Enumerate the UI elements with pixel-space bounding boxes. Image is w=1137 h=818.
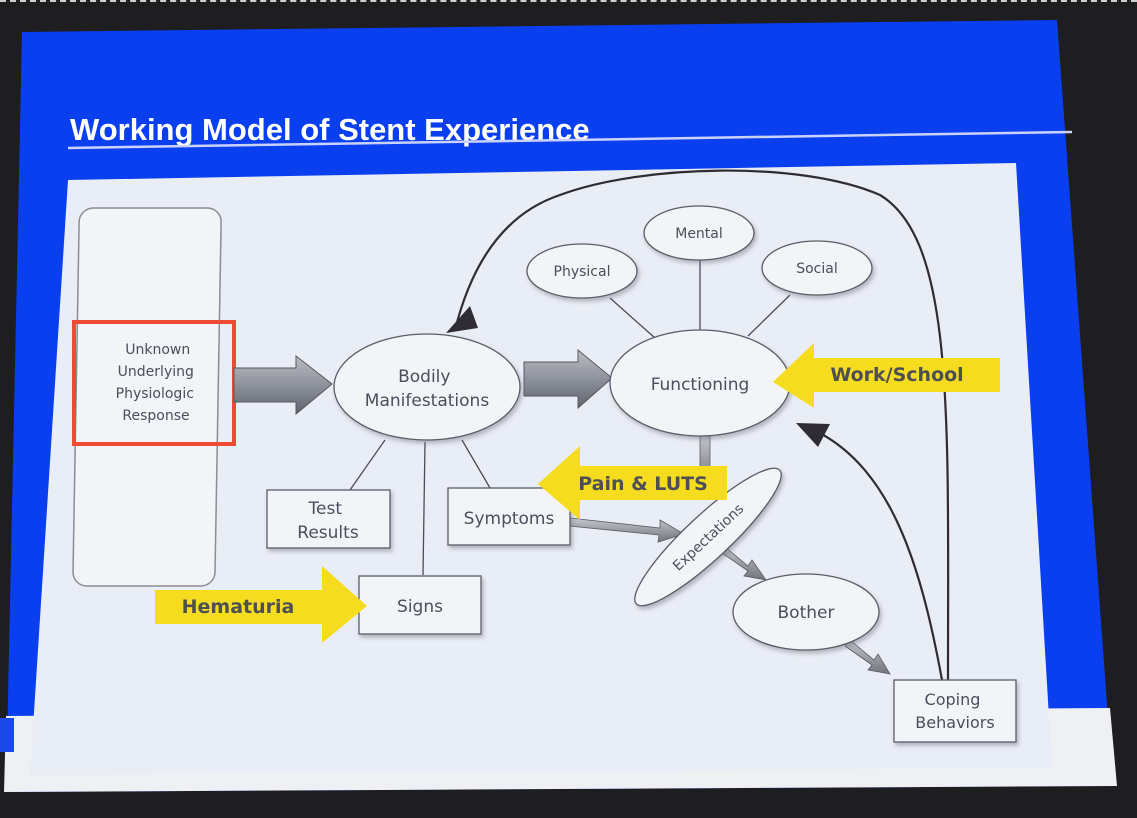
- test-results-line: Results: [297, 523, 359, 543]
- callout-work-school: [773, 343, 1000, 408]
- test-results-line: Test: [308, 499, 343, 519]
- title-underline: [67, 130, 1073, 150]
- node-physical: [526, 243, 638, 299]
- connector-bodily-symptoms: [461, 439, 491, 489]
- arrow-expectations-to-bother: [718, 545, 767, 581]
- coping-label: Coping Behaviors: [915, 690, 994, 732]
- connector-bodily-test: [349, 439, 386, 491]
- arrowhead-to-bodily-icon: [446, 306, 478, 333]
- work-school-label: Work/School: [830, 364, 963, 386]
- coping-line: Coping: [925, 690, 981, 709]
- node-social: [761, 240, 873, 296]
- test-results-label: Test Results: [297, 499, 359, 543]
- arrow-bother-to-coping: [844, 639, 891, 675]
- block-arrow-bodily-to-functioning: [523, 348, 613, 410]
- bodily-line: Bodily: [398, 367, 450, 387]
- coping-line: Behaviors: [915, 713, 994, 732]
- arrowhead-to-functioning-icon: [796, 423, 830, 447]
- root-line: Unknown: [125, 342, 190, 358]
- social-label: Social: [796, 261, 838, 277]
- callout-hematuria: [155, 566, 367, 643]
- root-line: Response: [122, 408, 189, 424]
- node-bodily-manifestations: [333, 333, 521, 441]
- arrow-symptoms-to-expectations: [568, 517, 685, 543]
- node-coping-behaviors: [893, 679, 1017, 743]
- connector-functioning-social: [747, 294, 791, 337]
- functioning-label: Functioning: [651, 375, 750, 395]
- root-line: Physiologic: [116, 386, 194, 402]
- node-symptoms: [447, 487, 571, 546]
- capture-border: [0, 0, 1137, 2]
- root-container: [72, 207, 222, 587]
- symptoms-label: Symptoms: [464, 509, 555, 529]
- node-bother: [732, 573, 880, 651]
- node-expectations: [634, 467, 782, 607]
- bodily-label: Bodily Manifestations: [365, 367, 490, 411]
- feedback-curve-to-bodily: [453, 169, 950, 681]
- root-label: Unknown Underlying Physiologic Response: [116, 342, 199, 424]
- feedback-curve-to-functioning: [817, 431, 944, 681]
- signs-label: Signs: [397, 597, 443, 617]
- connector-bodily-signs: [422, 441, 426, 576]
- root-line: Underlying: [118, 364, 194, 380]
- bother-label: Bother: [778, 603, 835, 623]
- logo-icon: [0, 718, 14, 752]
- callout-pain-luts: [538, 446, 727, 520]
- node-test-results: [266, 489, 391, 549]
- physical-label: Physical: [554, 264, 611, 280]
- bodily-line: Manifestations: [365, 391, 490, 411]
- hematuria-label: Hematuria: [182, 596, 295, 618]
- connector-functioning-physical: [609, 297, 656, 339]
- node-signs: [358, 575, 482, 635]
- mental-label: Mental: [675, 226, 723, 242]
- node-mental: [643, 205, 755, 261]
- block-arrow-root-to-bodily: [233, 354, 333, 416]
- pain-luts-label: Pain & LUTS: [578, 473, 708, 495]
